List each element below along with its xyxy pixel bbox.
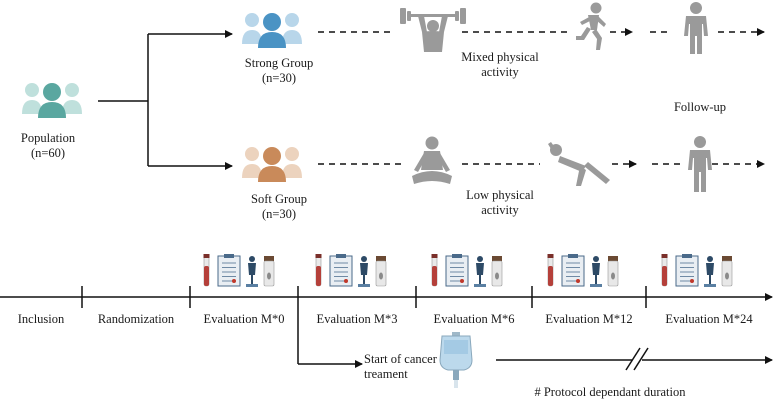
standing-figure-icon-soft xyxy=(688,136,712,192)
timeline-stage-label: Evaluation M*6 xyxy=(433,312,515,326)
sample-jar-icon xyxy=(721,256,733,287)
meditation-icon xyxy=(412,136,452,184)
clipboard-icon xyxy=(561,254,585,287)
population-label: Population (n=60) xyxy=(10,131,86,161)
person-measurement-icon xyxy=(358,256,370,287)
low-activity-line1: Low physical xyxy=(466,188,534,202)
randomization-branches xyxy=(98,30,233,170)
person-measurement-icon xyxy=(246,256,258,287)
timeline-stage-label: Evaluation M*24 xyxy=(665,312,753,326)
blood-tube-icon xyxy=(431,254,438,287)
timeline-stage-label: Randomization xyxy=(97,312,175,326)
treatment-line2: treament xyxy=(364,367,408,381)
stretching-icon xyxy=(548,142,610,186)
timeline-stage-label: Evaluation M*0 xyxy=(203,312,285,326)
treatment-branch xyxy=(297,308,773,371)
population-people-icon xyxy=(22,83,82,118)
low-activity-line2: activity xyxy=(481,203,519,217)
running-icon xyxy=(576,2,606,50)
treatment-line1: Start of cancer xyxy=(364,352,437,366)
timeline-axis xyxy=(0,286,773,308)
strong-group-label: Strong Group (n=30) xyxy=(226,56,332,86)
low-activity-label: Low physical activity xyxy=(440,188,560,218)
population-count: (n=60) xyxy=(30,146,66,160)
sample-jar-icon xyxy=(607,256,619,287)
strong-group-people-icon xyxy=(242,13,302,48)
soft-group-people-icon xyxy=(242,147,302,182)
clipboard-icon xyxy=(329,254,353,287)
strong-group-title: Strong Group xyxy=(244,56,314,70)
evaluation-icon-set xyxy=(431,254,503,287)
blood-tube-icon xyxy=(661,254,668,287)
duration-note: # Protocol dependant duration xyxy=(534,385,686,399)
person-measurement-icon xyxy=(704,256,716,287)
timeline-stage-label: Evaluation M*3 xyxy=(316,312,398,326)
mixed-activity-line1: Mixed physical xyxy=(461,50,539,64)
weightlifting-icon xyxy=(400,8,466,52)
clipboard-icon xyxy=(445,254,469,287)
iv-bag-icon xyxy=(439,332,473,388)
blood-tube-icon xyxy=(315,254,322,287)
population-title: Population xyxy=(20,131,76,145)
soft-group-label: Soft Group (n=30) xyxy=(226,192,332,222)
clipboard-icon xyxy=(675,254,699,287)
standing-figure-icon-strong xyxy=(684,2,708,54)
evaluation-icon-set xyxy=(315,254,387,287)
mixed-activity-line2: activity xyxy=(481,65,519,79)
evaluation-icon-set xyxy=(547,254,619,287)
sample-jar-icon xyxy=(375,256,387,287)
soft-group-title: Soft Group xyxy=(251,192,307,206)
mixed-activity-label: Mixed physical activity xyxy=(440,50,560,80)
evaluation-icons xyxy=(203,254,733,287)
evaluation-icon-set xyxy=(203,254,275,287)
soft-group-count: (n=30) xyxy=(261,207,297,221)
evaluation-icon-set xyxy=(661,254,733,287)
person-measurement-icon xyxy=(474,256,486,287)
strong-group-count: (n=30) xyxy=(261,71,297,85)
treatment-label: Start of cancer treament xyxy=(364,352,454,382)
timeline-stage-label: Inclusion xyxy=(17,312,65,326)
blood-tube-icon xyxy=(547,254,554,287)
person-measurement-icon xyxy=(590,256,602,287)
follow-up-label: Follow-up xyxy=(673,100,727,114)
sample-jar-icon xyxy=(491,256,503,287)
sample-jar-icon xyxy=(263,256,275,287)
timeline-stage-label: Evaluation M*12 xyxy=(545,312,633,326)
clipboard-icon xyxy=(217,254,241,287)
blood-tube-icon xyxy=(203,254,210,287)
